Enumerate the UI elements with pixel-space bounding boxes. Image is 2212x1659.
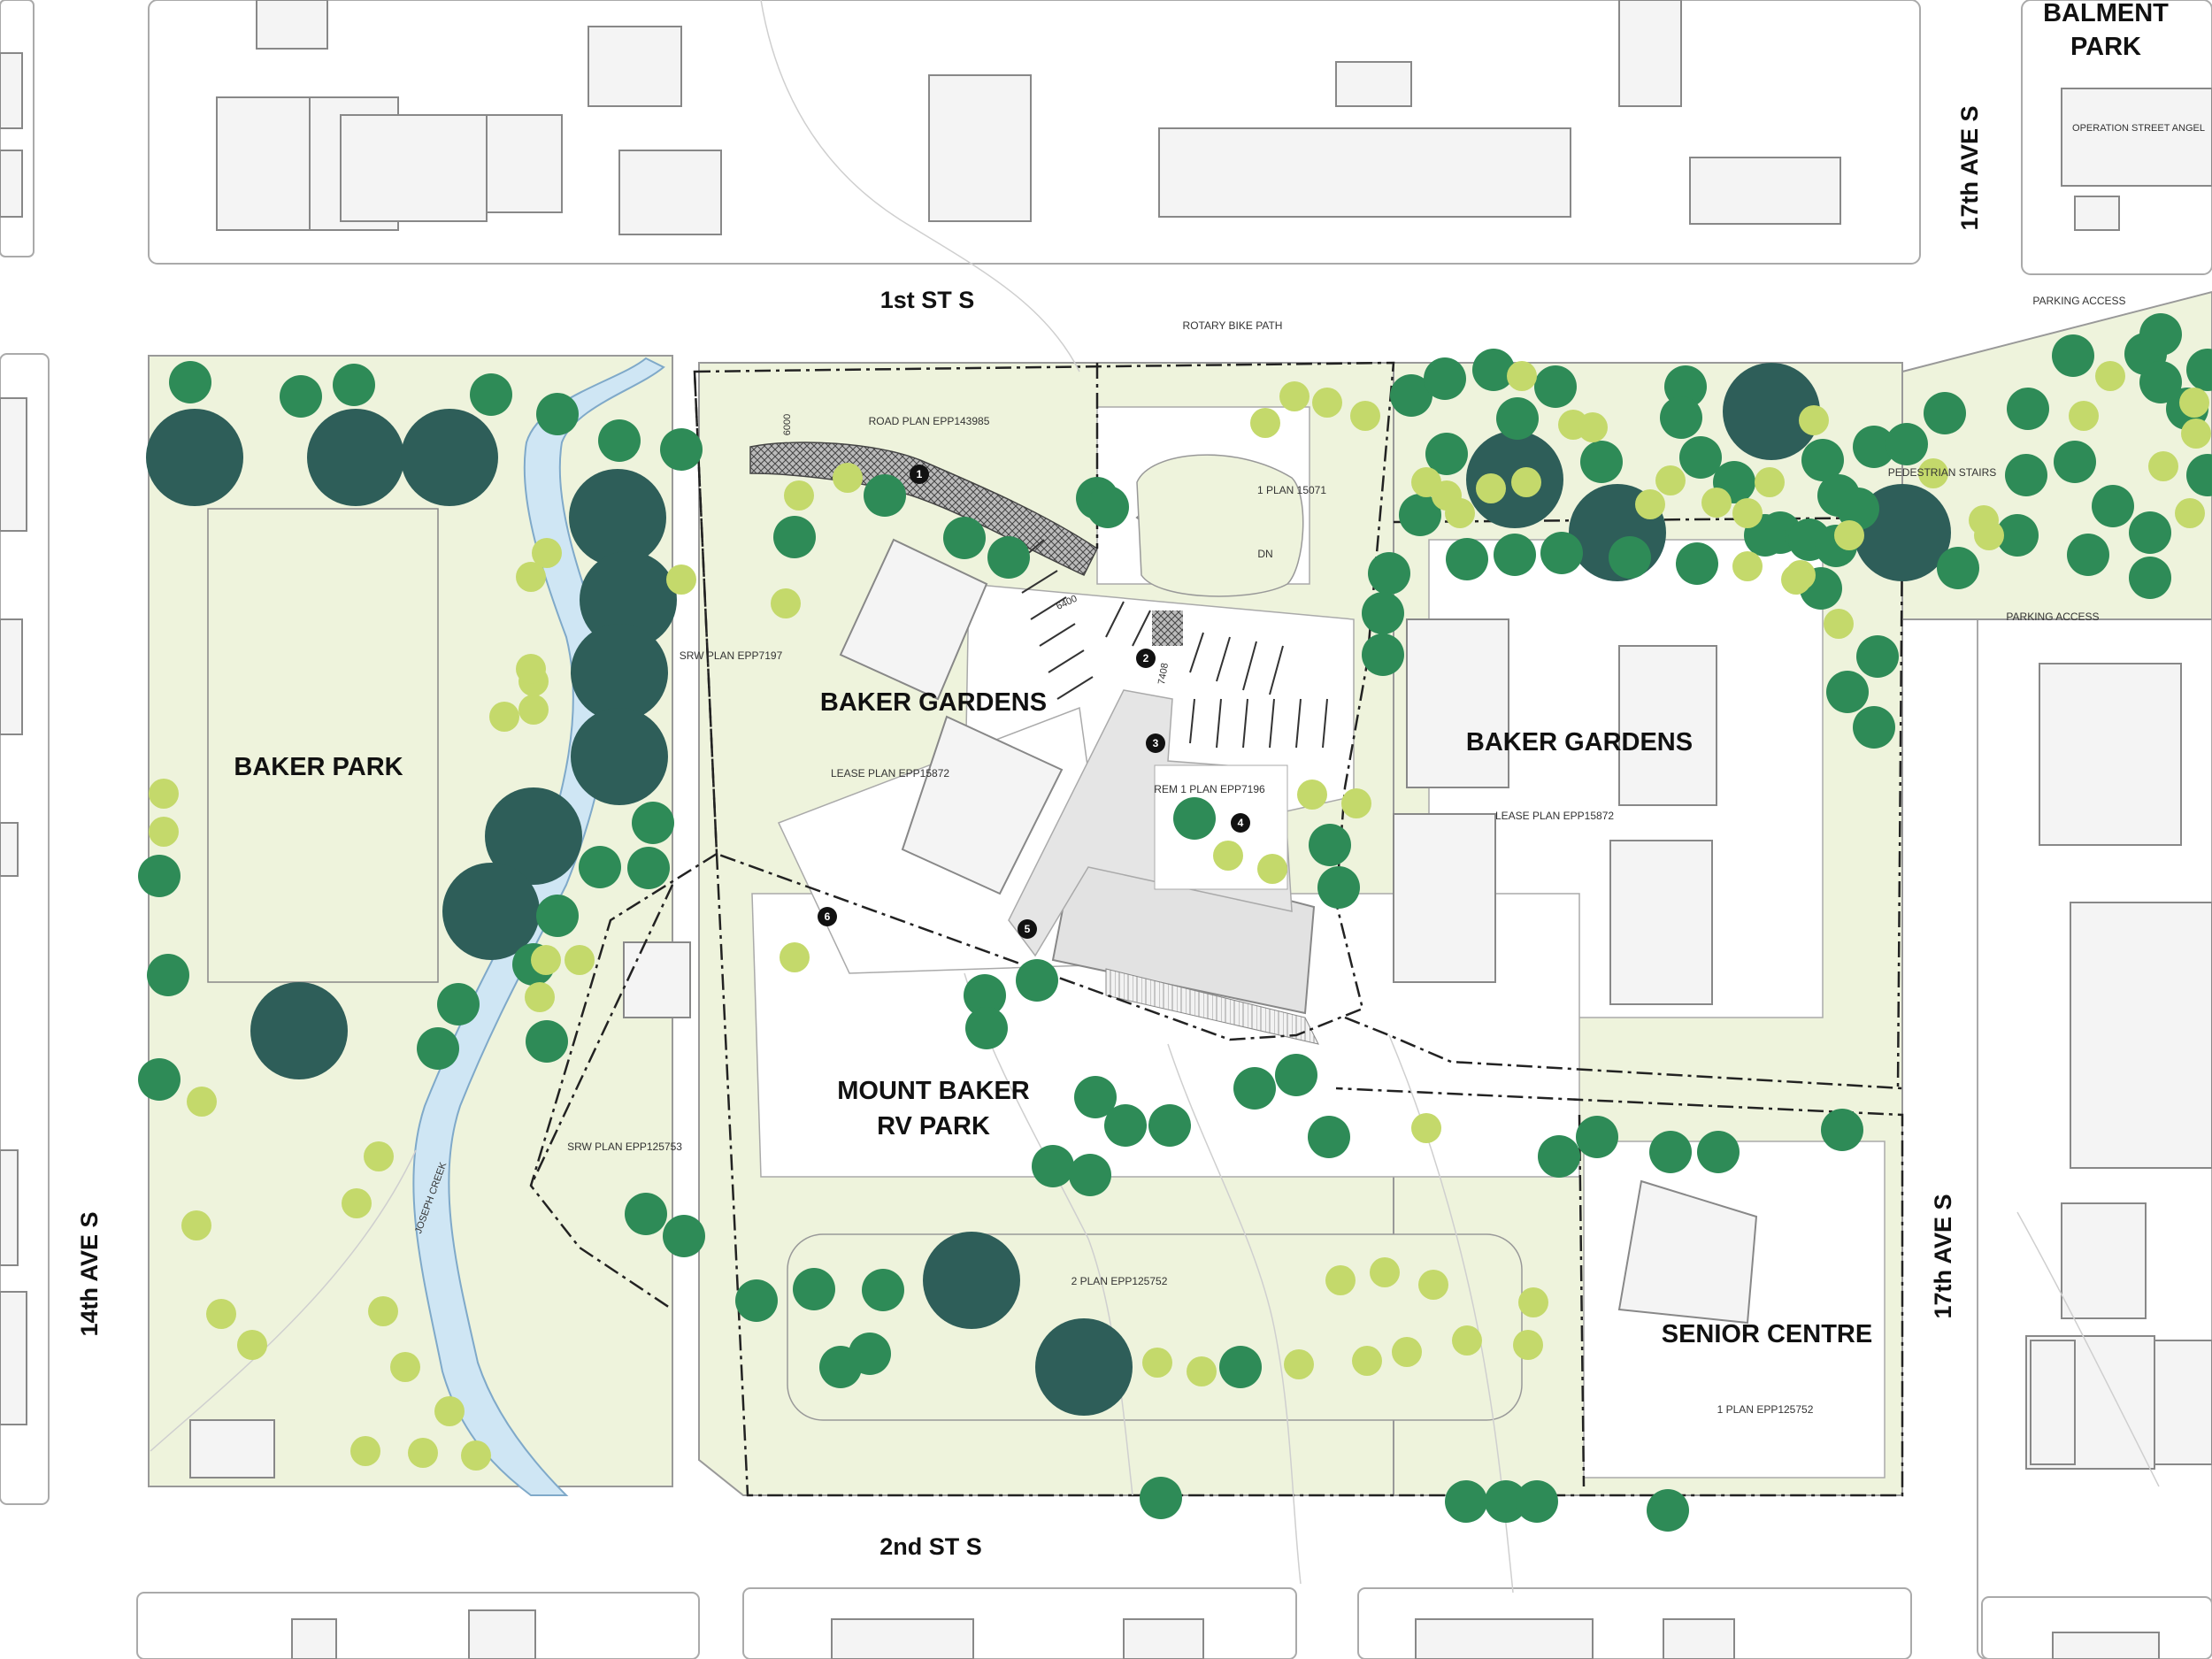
street-label-17th-top: 17th AVE S (1956, 105, 1983, 230)
area-label-balment-line2: PARK (2070, 33, 2141, 61)
marker-4: 4 (1238, 817, 1244, 829)
area-label-senior-centre: SENIOR CENTRE (1662, 1320, 1872, 1348)
area-label-rv-park-line1: MOUNT BAKER (837, 1077, 1030, 1105)
trees-light (149, 361, 2211, 1471)
note-dim-7408: 7408 (1156, 662, 1171, 685)
note-pedestrian-stairs: PEDESTRIAN STAIRS (1888, 466, 1996, 479)
street-label-17th-bottom: 17th AVE S (1930, 1194, 1956, 1318)
parcel-plan-15071: 1 PLAN 15071 (1257, 484, 1326, 496)
contour-lines (150, 0, 2160, 1594)
parcel-lease-east: LEASE PLAN EPP15872 (1495, 810, 1614, 822)
stair-hatch (1152, 611, 1183, 646)
parcel-plan-125752-1: 1 PLAN EPP125752 (1717, 1403, 1814, 1416)
area-label-baker-gardens-west: BAKER GARDENS (820, 688, 1047, 717)
note-operation-street-angel: OPERATION STREET ANGEL (2072, 123, 2205, 134)
note-parking-access-mid: PARKING ACCESS (2006, 611, 2099, 623)
street-label-1st: 1st ST S (880, 287, 975, 313)
note-dn: DN (1257, 548, 1272, 560)
site-markers: 1 2 3 4 5 6 (818, 465, 1250, 939)
parcel-srw-7197: SRW PLAN EPP7197 (680, 649, 783, 662)
parcel-road-plan: ROAD PLAN EPP143985 (869, 415, 990, 427)
note-dim-6000: 6000 (782, 414, 793, 435)
street-label-2nd: 2nd ST S (879, 1533, 982, 1560)
area-label-balment-line1: BALMENT (2043, 0, 2169, 27)
marker-3: 3 (1153, 737, 1159, 749)
parcel-lease-west: LEASE PLAN EPP15872 (831, 767, 949, 780)
street-label-14th: 14th AVE S (76, 1211, 103, 1336)
property-lines (529, 361, 1904, 1497)
parking-stalls (1012, 539, 1328, 749)
marker-6: 6 (825, 910, 831, 923)
note-rotary-bike-path: ROTARY BIKE PATH (1183, 319, 1283, 332)
parcel-srw-125753: SRW PLAN EPP125753 (567, 1141, 682, 1153)
area-label-baker-gardens-east: BAKER GARDENS (1466, 728, 1693, 757)
note-parking-access-top: PARKING ACCESS (2032, 295, 2125, 307)
marker-1: 1 (917, 468, 923, 480)
area-label-baker-park: BAKER PARK (234, 753, 403, 781)
plan-15071-lot (1136, 454, 1304, 597)
marker-2: 2 (1143, 652, 1149, 664)
parcel-rem-plan: REM 1 PLAN EPP7196 (1154, 783, 1265, 795)
building-strip-hatch (1105, 968, 1319, 1045)
marker-5: 5 (1025, 923, 1031, 935)
area-label-rv-park-line2: RV PARK (877, 1112, 990, 1141)
parcel-plan-125752-2: 2 PLAN EPP125752 (1071, 1275, 1168, 1287)
